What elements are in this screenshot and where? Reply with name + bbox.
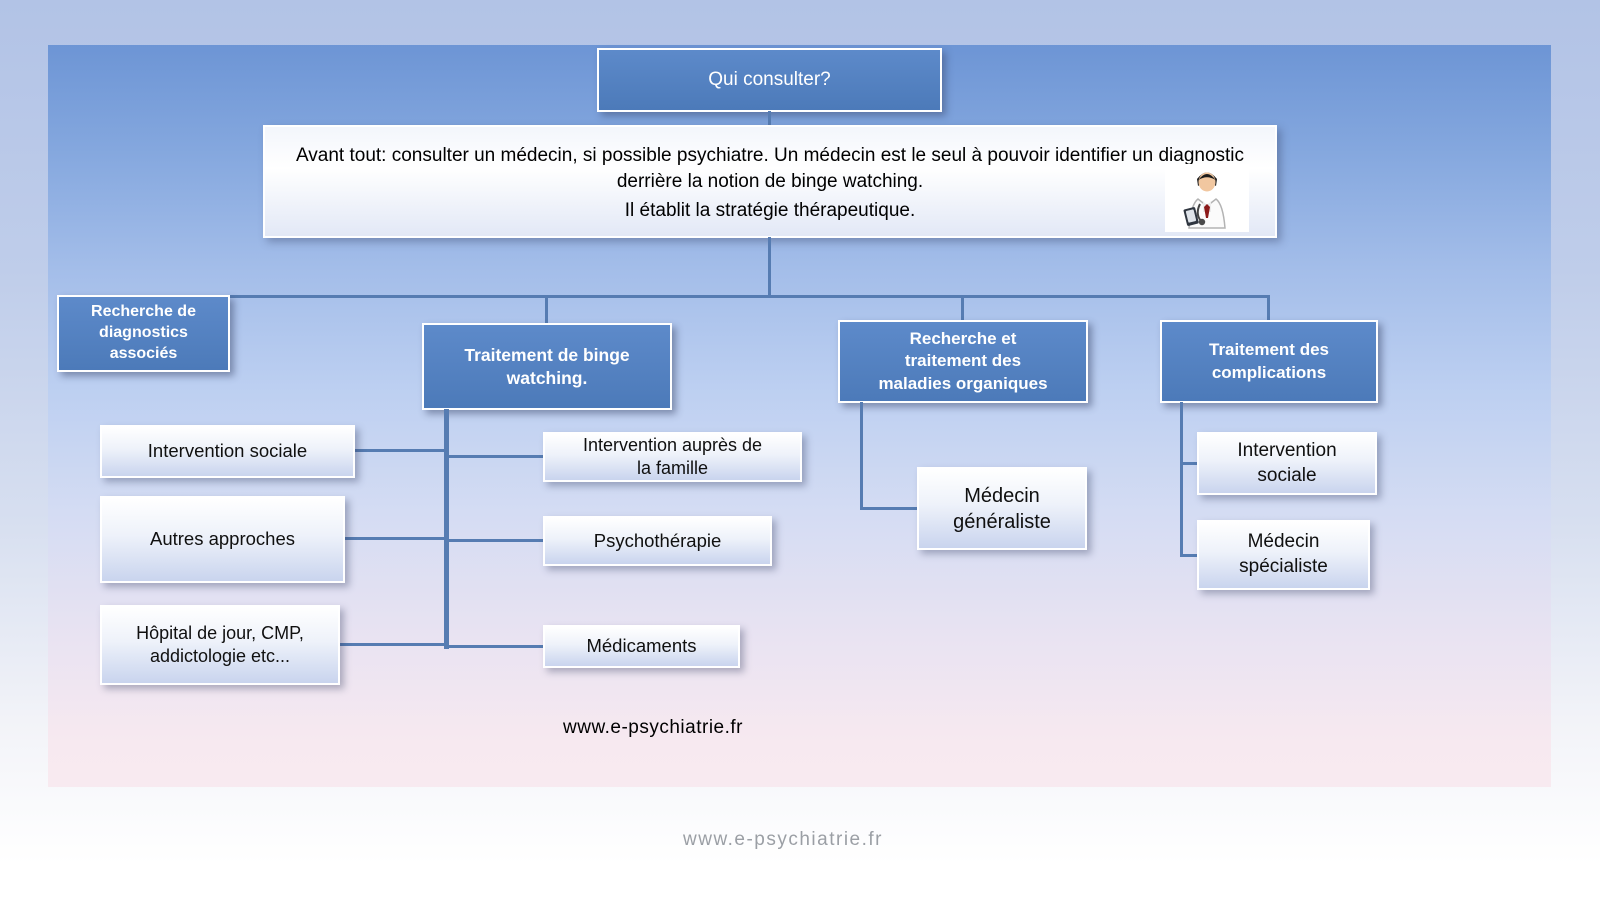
diagram-panel: Qui consulter? Avant tout: consulter un … [48, 45, 1551, 787]
connector-line [449, 455, 543, 458]
node-label: Médecin généraliste [953, 484, 1051, 533]
node-label: Médecin spécialiste [1239, 531, 1328, 577]
connector-line [1180, 462, 1198, 465]
connector-line [449, 645, 543, 648]
node-medicaments: Médicaments [543, 625, 740, 668]
node-label: Recherche et traitement des maladies org… [878, 329, 1048, 393]
doctor-illustration [1165, 164, 1249, 232]
connector-line [545, 295, 548, 324]
connector-line [143, 295, 1270, 298]
connector-line [961, 295, 964, 321]
connector-line [444, 409, 449, 649]
connector-line [1267, 295, 1270, 321]
node-label: Qui consulter? [708, 68, 831, 90]
node-intervention-sociale-2: Intervention sociale [1197, 432, 1377, 495]
node-traitement-binge-watching: Traitement de binge watching. [422, 323, 672, 410]
connector-line [860, 402, 863, 510]
node-medecin-generaliste: Médecin généraliste [917, 467, 1087, 550]
connector-line [1180, 402, 1183, 557]
node-autres-approches: Autres approches [100, 496, 345, 583]
node-label: Traitement des complications [1209, 340, 1329, 382]
site-url-footer: www.e-psychiatrie.fr [683, 829, 883, 850]
node-label: Intervention sociale [147, 440, 308, 462]
intro-text: Avant tout: consulter un médecin, si pos… [290, 127, 1250, 224]
connector-line [768, 111, 771, 126]
node-label: Hôpital de jour, CMP, addictologie etc..… [136, 622, 304, 666]
node-label: Psychothérapie [593, 529, 722, 551]
node-hopital-de-jour: Hôpital de jour, CMP, addictologie etc..… [100, 605, 340, 685]
connector-line [340, 643, 445, 646]
node-intervention-famille: Intervention auprès de la famille [543, 432, 802, 482]
node-label: Autres approches [149, 528, 295, 550]
connector-line [355, 449, 445, 452]
node-qui-consulter: Qui consulter? [597, 48, 942, 112]
node-recherche-traitement-maladies: Recherche et traitement des maladies org… [838, 320, 1088, 403]
connector-line [860, 507, 917, 510]
node-recherche-diagnostics: Recherche de diagnostics associés [57, 295, 230, 372]
node-label: Médicaments [586, 635, 697, 657]
node-intervention-sociale: Intervention sociale [100, 425, 355, 478]
node-label: Recherche de diagnostics associés [91, 303, 196, 362]
connector-line [345, 537, 445, 540]
node-traitement-complications: Traitement des complications [1160, 320, 1378, 403]
site-url-text: www.e-psychiatrie.fr [563, 717, 743, 738]
intro-box: Avant tout: consulter un médecin, si pos… [263, 125, 1277, 238]
connector-line [768, 237, 771, 295]
intro-paragraph-2: Il établit la stratégie thérapeutique. [624, 200, 916, 221]
connector-line [1180, 554, 1198, 557]
node-medecin-specialiste: Médecin spécialiste [1197, 520, 1370, 590]
connector-line [449, 539, 543, 542]
node-label: Intervention sociale [1237, 439, 1337, 486]
node-psychotherapie: Psychothérapie [543, 516, 772, 566]
intro-paragraph-1: Avant tout: consulter un médecin, si pos… [295, 145, 1245, 192]
node-label: Traitement de binge watching. [464, 344, 630, 388]
node-label: Intervention auprès de la famille [582, 434, 763, 478]
